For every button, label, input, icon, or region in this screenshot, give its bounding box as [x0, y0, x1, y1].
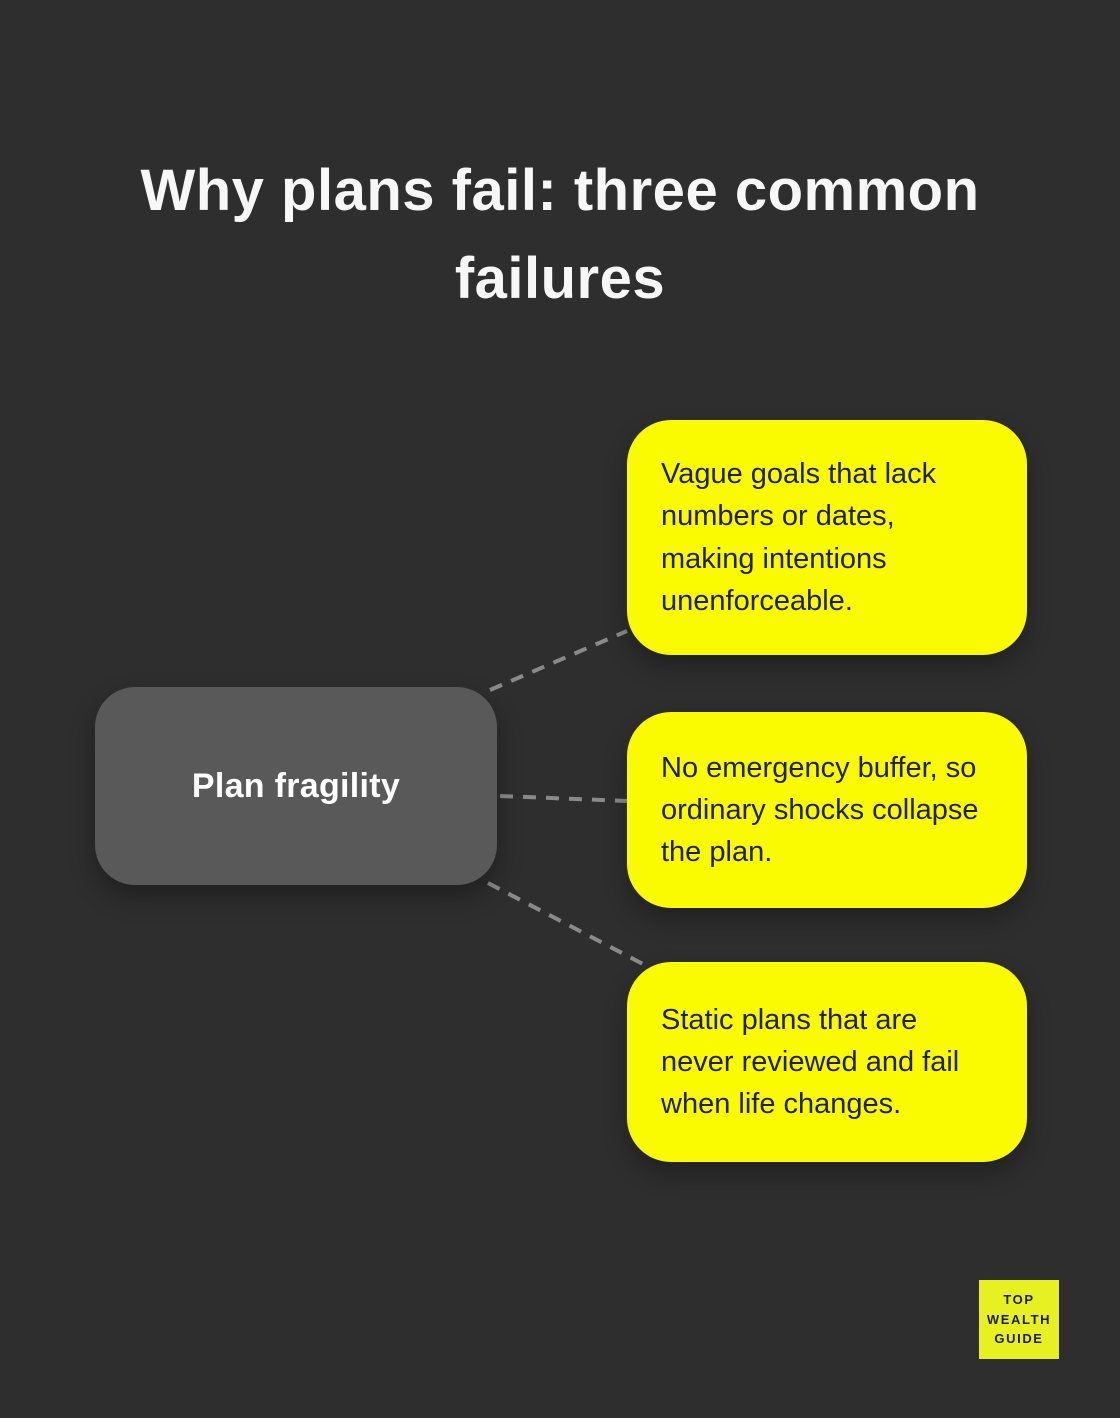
top-wealth-guide-logo: TOP WEALTH GUIDE	[979, 1280, 1059, 1359]
failure-card-text: Vague goals that lack numbers or dates, …	[661, 458, 937, 617]
center-node-plan-fragility: Plan fragility	[95, 687, 497, 885]
failure-card-text: No emergency buffer, so ordinary shocks …	[661, 751, 979, 869]
logo-line-wealth: WEALTH	[986, 1311, 1052, 1327]
connector-middle	[499, 794, 628, 803]
failure-card-static-plans: Static plans that are never reviewed and…	[627, 962, 1027, 1162]
failure-card-vague-goals: Vague goals that lack numbers or dates, …	[627, 420, 1027, 655]
connector-bottom	[487, 881, 644, 966]
connector-top	[489, 629, 628, 692]
failure-card-no-buffer: No emergency buffer, so ordinary shocks …	[627, 712, 1027, 908]
logo-line-guide: GUIDE	[994, 1331, 1044, 1347]
failure-card-text: Static plans that are never reviewed and…	[661, 1003, 960, 1121]
page-title: Why plans fail: three common failures	[140, 157, 980, 312]
logo-line-top: TOP	[1003, 1292, 1035, 1308]
center-node-label: Plan fragility	[191, 766, 401, 805]
